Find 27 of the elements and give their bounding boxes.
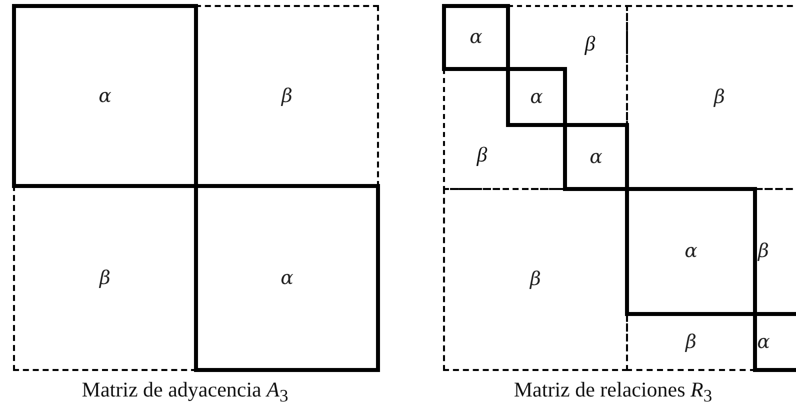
matrix-entry: β (282, 86, 292, 106)
matrix-entry: β (530, 270, 541, 289)
matrix-entry: β (584, 34, 596, 54)
matrix-block (442, 4, 510, 71)
matrix-entry: α (470, 28, 482, 47)
matrix-block (625, 187, 757, 316)
matrix-entry: β (686, 332, 696, 352)
matrix-block (753, 312, 796, 372)
matrix-block (194, 184, 380, 372)
matrix-block (563, 123, 629, 191)
matrix-region (13, 185, 197, 371)
matrix-entry: α (98, 86, 112, 106)
matrix-region (443, 188, 628, 371)
caption: Matriz de adyacencia A$_{3}$ (82, 377, 288, 407)
matrix-region (195, 5, 379, 187)
matrix-entry: β (476, 144, 488, 166)
matrix-entry: α (757, 332, 770, 352)
matrix-entry: α (530, 88, 543, 106)
matrix-entry: α (590, 148, 602, 166)
matrix-entry: β (758, 242, 769, 261)
matrix-entry: β (100, 268, 110, 288)
matrix-entry: α (684, 242, 698, 261)
matrix-block (12, 4, 198, 188)
matrix-entry: β (714, 88, 725, 107)
matrix-block (506, 67, 567, 127)
caption: Matriz de relaciones R$_{3}$ (514, 377, 712, 407)
matrix-entry: α (280, 268, 294, 288)
